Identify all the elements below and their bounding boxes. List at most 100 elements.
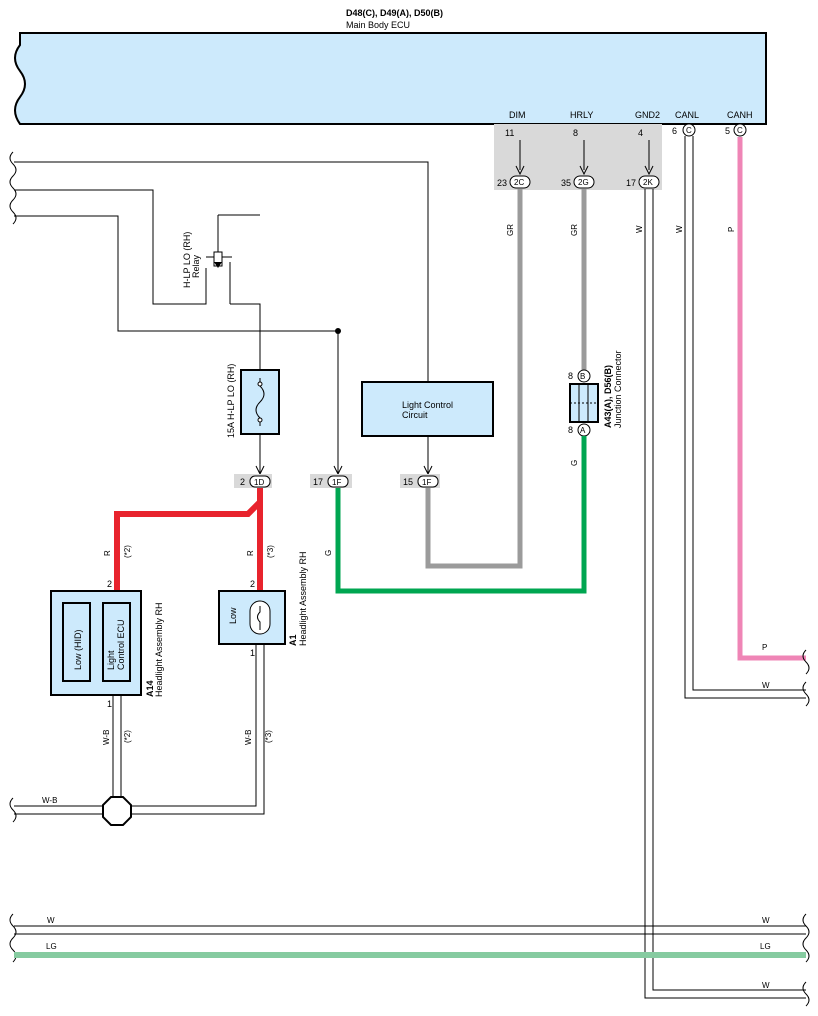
bus-w-label-left: W <box>47 916 55 925</box>
a14-control-ecu-label: Control ECU <box>116 619 126 670</box>
wire-left-3 <box>14 215 338 332</box>
wire-label-g-junc: G <box>570 460 579 466</box>
wire-label-w-bottom3: W <box>762 981 770 990</box>
wire-g <box>335 436 587 594</box>
a14-light-label: Light <box>106 650 116 670</box>
wire-gr-dim <box>425 189 523 569</box>
wb-break-symbol <box>9 797 17 823</box>
pin-number-canl: 6 <box>672 126 677 136</box>
junction-conn-a-label: A <box>580 426 586 435</box>
wire-label-r-a1: R <box>246 550 255 556</box>
wire-label-w-right-canl: W <box>762 681 770 690</box>
wire-left-1 <box>14 161 429 382</box>
conn-1d-pin: 2 <box>240 477 245 487</box>
wire-label-gr2: GR <box>570 224 579 236</box>
conn-2g-pin: 35 <box>561 178 571 188</box>
pin-name-hrly: HRLY <box>570 110 593 120</box>
a14-name: Headlight Assembly RH <box>154 602 164 697</box>
junction-pin-bottom: 8 <box>568 425 573 435</box>
wire-label-r-a14: R <box>103 550 112 556</box>
wire-label-gr1: GR <box>506 224 515 236</box>
conn-1f-15-label: 1F <box>422 478 431 487</box>
wire-label-p-right: P <box>762 643 767 652</box>
pin-name-canl: CANL <box>675 110 699 120</box>
wire-label-w-canl: W <box>675 225 684 233</box>
wire-w-gnd2-inner <box>652 189 806 991</box>
fuse-element <box>255 378 265 426</box>
pin-name-gnd2: GND2 <box>635 110 660 120</box>
bus-break-right-bottom <box>802 981 810 1007</box>
junction-id: A43(A), D56(B) <box>603 365 613 428</box>
ground-splice-octagon <box>102 796 132 826</box>
note-r-a1: (*3) <box>266 545 275 558</box>
light-control-line2: Circuit <box>402 410 428 420</box>
junction-conn-b-label: B <box>580 372 585 381</box>
a1-bulb <box>249 600 271 635</box>
wire-r <box>114 488 263 592</box>
canl-connector-label: C <box>686 126 692 135</box>
conn-2g <box>573 175 595 189</box>
junction-pin-top: 8 <box>568 371 573 381</box>
wire-wb-a1-inner <box>130 644 265 815</box>
wire-left-2 <box>14 189 207 305</box>
conn-1f-17-pin: 17 <box>313 477 323 487</box>
conn-1f-15 <box>417 475 439 488</box>
a1-pin-top: 2 <box>250 579 255 589</box>
wire-label-p-canh: P <box>727 227 736 232</box>
a14-id: A14 <box>145 680 155 697</box>
conn-2g-label: 2G <box>578 178 589 187</box>
light-control-line1: Light Control <box>402 400 453 410</box>
pin-number-hrly: 8 <box>573 128 578 138</box>
conn-1f-17 <box>327 475 349 488</box>
wire-wb-a1-outer <box>130 644 257 807</box>
pin-number-canh: 5 <box>725 126 730 136</box>
a1-id: A1 <box>288 634 298 646</box>
wire-label-g-left: G <box>324 550 333 556</box>
pin-number-dim: 11 <box>505 128 514 138</box>
light-control-box <box>361 381 494 437</box>
conn-2k-pin: 17 <box>626 178 636 188</box>
wire-label-w-gnd2: W <box>635 225 644 233</box>
conn-2c-label: 2C <box>514 178 524 187</box>
junction-conn-b <box>577 369 591 383</box>
ecu-box <box>14 32 767 125</box>
pin-name-dim: DIM <box>509 110 526 120</box>
wire-label-wb-gnd: W-B <box>42 796 57 805</box>
a14-low-hid-label: Low (HID) <box>73 629 83 670</box>
left-break-symbol <box>9 151 17 225</box>
fuse-terminal-top <box>257 381 263 387</box>
wire-w-canl-outer <box>684 136 806 699</box>
relay-name: H-LP LO (RH) <box>182 232 192 288</box>
a1-pin-bottom: 1 <box>250 648 255 658</box>
hrly-arrow <box>579 165 589 176</box>
a1-name: Headlight Assembly RH <box>298 551 308 646</box>
a1-low-label: Low <box>228 607 238 624</box>
wire-w-gnd2-outer <box>644 189 806 999</box>
gnd2-arrow <box>644 165 654 176</box>
conn-1d-label: 1D <box>254 478 264 487</box>
conn-1d <box>249 475 271 488</box>
bus-lg-label-left: LG <box>46 942 57 951</box>
a14-low-hid <box>62 602 91 682</box>
bus-lg-label-right: LG <box>760 942 771 951</box>
conn-1f-15-pin: 15 <box>403 477 413 487</box>
bus-w-label-right: W <box>762 916 770 925</box>
conn-2c-pin: 23 <box>497 178 507 188</box>
junction-name: Junction Connector <box>613 350 623 428</box>
pin-name-canh: CANH <box>727 110 753 120</box>
bus-break-right <box>802 913 810 963</box>
canl-connector <box>682 123 696 137</box>
ecu-connector-label: D48(C), D49(A), D50(B) <box>346 8 443 18</box>
relay-type: Relay <box>191 254 201 278</box>
relay-to-fuse <box>230 303 261 372</box>
conn-2k <box>638 175 660 189</box>
a14-light-control-ecu <box>102 602 131 682</box>
a14-pin-bottom: 1 <box>107 699 112 709</box>
pin-number-gnd2: 4 <box>638 128 643 138</box>
wire-w-canl-inner <box>692 136 806 691</box>
wire-label-wb-a14: W-B <box>102 730 111 745</box>
fuse-terminal-bottom <box>257 417 263 423</box>
a1-filament <box>257 606 261 630</box>
bus-break-right-top1 <box>802 649 810 675</box>
canh-connector <box>733 123 747 137</box>
